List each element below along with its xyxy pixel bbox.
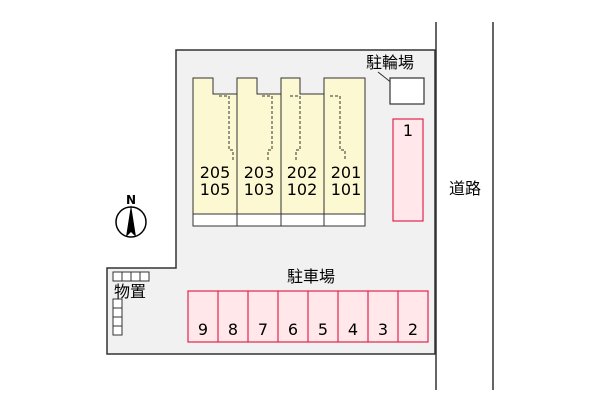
parking-space-number: 2	[408, 320, 418, 339]
unit-interior-dashed	[262, 95, 273, 160]
parking-space-1	[392, 118, 424, 222]
unit-lower-label: 101	[331, 180, 362, 199]
unit-upper-label: 203	[244, 163, 275, 182]
parking-space-number: 6	[288, 320, 298, 339]
bicycle-parking-label: 駐輪場	[366, 53, 414, 72]
building-balcony-strip	[192, 213, 366, 227]
unit-upper-label: 205	[200, 163, 231, 182]
unit-lower-label: 105	[200, 180, 231, 199]
parking-space-number: 3	[378, 320, 388, 339]
parking-space-number: 8	[228, 320, 238, 339]
unit-upper-label: 202	[287, 163, 318, 182]
unit-lower-label: 103	[244, 180, 275, 199]
parking-space-number: 1	[403, 121, 413, 140]
road-label: 道路	[449, 179, 481, 198]
building-body	[192, 77, 366, 215]
storage-label: 物置	[114, 282, 146, 301]
storage-box	[112, 316, 123, 327]
car-parking-label: 駐車場	[287, 267, 335, 286]
unit-lower-label: 102	[287, 180, 318, 199]
parking-space-number: 4	[348, 320, 358, 339]
unit-upper-label: 201	[331, 163, 362, 182]
storage-box	[112, 307, 123, 318]
bicycle-parking-area	[389, 77, 425, 105]
storage-box	[121, 271, 132, 282]
storage-box	[130, 271, 141, 282]
storage-shed: 物置	[112, 271, 150, 336]
north-label: N	[126, 193, 136, 207]
north-arrow-icon: N	[115, 193, 147, 238]
storage-box	[112, 325, 123, 336]
compass-needle	[126, 205, 136, 237]
parking-space-number: 5	[318, 320, 328, 339]
unit-interior-dashed	[290, 95, 301, 160]
parking-space-number: 7	[258, 320, 268, 339]
parking-space-number: 9	[198, 320, 208, 339]
apartment-building: 205 105 203 103 202 102 201 101	[192, 77, 366, 227]
storage-box	[112, 271, 123, 282]
parking-row: 9 8 7 6 5 4 3 2	[187, 290, 429, 343]
storage-box	[139, 271, 150, 282]
unit-interior-dashed	[219, 95, 234, 160]
unit-interior-dashed	[330, 95, 346, 160]
